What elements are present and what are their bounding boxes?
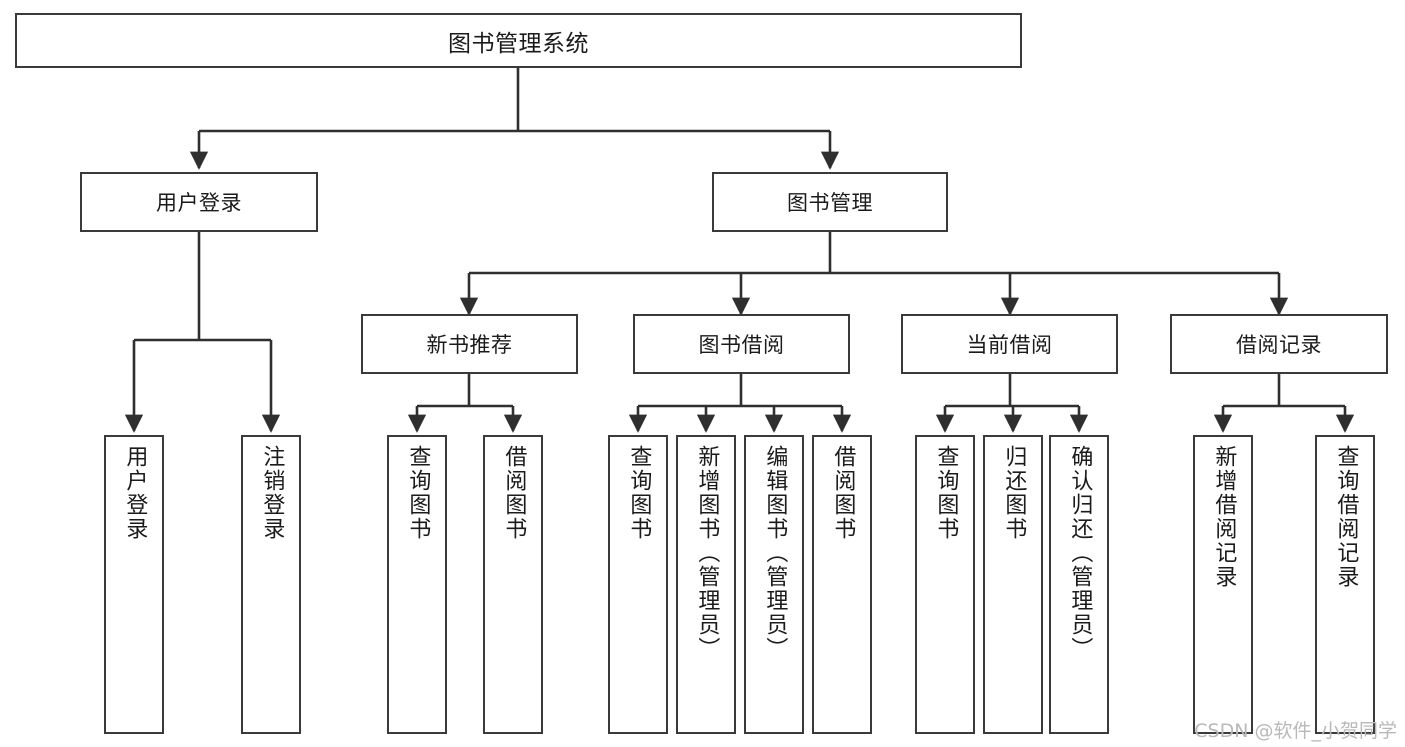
node-user-login[interactable]: 用户登录 — [80, 172, 318, 232]
leaf-add-book-admin-label: 新增图书（管理员） — [694, 445, 720, 661]
leaf-confirm-return-admin-label: 确认归还（管理员） — [1067, 445, 1093, 661]
leaf-query-borrow-record[interactable]: 查询借阅记录 — [1315, 435, 1375, 734]
leaf-user-login[interactable]: 用户登录 — [104, 435, 164, 734]
leaf-return-book-label: 归还图书 — [1001, 445, 1027, 541]
leaf-return-book[interactable]: 归还图书 — [983, 435, 1043, 734]
node-user-login-label: 用户登录 — [156, 191, 242, 215]
leaf-query-book-borrow[interactable]: 查询图书 — [608, 435, 668, 734]
node-borrowing-record-label: 借阅记录 — [1236, 333, 1322, 357]
leaf-query-book-borrow-label: 查询图书 — [626, 445, 652, 541]
node-book-management-label: 图书管理 — [787, 191, 873, 215]
leaf-query-book-current-label: 查询图书 — [933, 445, 959, 541]
leaf-logout[interactable]: 注销登录 — [241, 435, 301, 734]
leaf-edit-book-admin[interactable]: 编辑图书（管理员） — [744, 435, 804, 734]
leaf-query-borrow-record-label: 查询借阅记录 — [1333, 445, 1359, 589]
leaf-borrow-book-new[interactable]: 借阅图书 — [483, 435, 543, 734]
leaf-query-book-new-label: 查询图书 — [405, 445, 431, 541]
leaf-add-book-admin[interactable]: 新增图书（管理员） — [676, 435, 736, 734]
leaf-logout-label: 注销登录 — [259, 445, 285, 541]
leaf-query-book-current[interactable]: 查询图书 — [915, 435, 975, 734]
leaf-borrow-book-new-label: 借阅图书 — [501, 445, 527, 541]
leaf-user-login-label: 用户登录 — [122, 445, 148, 541]
node-book-management[interactable]: 图书管理 — [712, 172, 948, 232]
leaf-add-borrow-record[interactable]: 新增借阅记录 — [1193, 435, 1253, 734]
node-new-book-recommendation-label: 新书推荐 — [426, 333, 513, 357]
node-new-book-recommendation[interactable]: 新书推荐 — [361, 314, 578, 374]
watermark-text: CSDN @软件_小贺同学 — [1194, 720, 1397, 742]
node-current-borrowing-label: 当前借阅 — [966, 333, 1053, 357]
node-root-label: 图书管理系统 — [448, 30, 589, 57]
leaf-confirm-return-admin[interactable]: 确认归还（管理员） — [1049, 435, 1109, 734]
leaf-edit-book-admin-label: 编辑图书（管理员） — [762, 445, 788, 661]
node-borrowing-record[interactable]: 借阅记录 — [1170, 314, 1388, 374]
leaf-query-book-new[interactable]: 查询图书 — [387, 435, 447, 734]
node-current-borrowing[interactable]: 当前借阅 — [901, 314, 1118, 374]
leaf-borrow-book-label: 借阅图书 — [830, 445, 856, 541]
leaf-borrow-book[interactable]: 借阅图书 — [812, 435, 872, 734]
node-root-book-management-system[interactable]: 图书管理系统 — [15, 13, 1022, 68]
node-book-borrowing-label: 图书借阅 — [698, 333, 785, 357]
node-book-borrowing[interactable]: 图书借阅 — [633, 314, 850, 374]
leaf-add-borrow-record-label: 新增借阅记录 — [1211, 445, 1237, 589]
